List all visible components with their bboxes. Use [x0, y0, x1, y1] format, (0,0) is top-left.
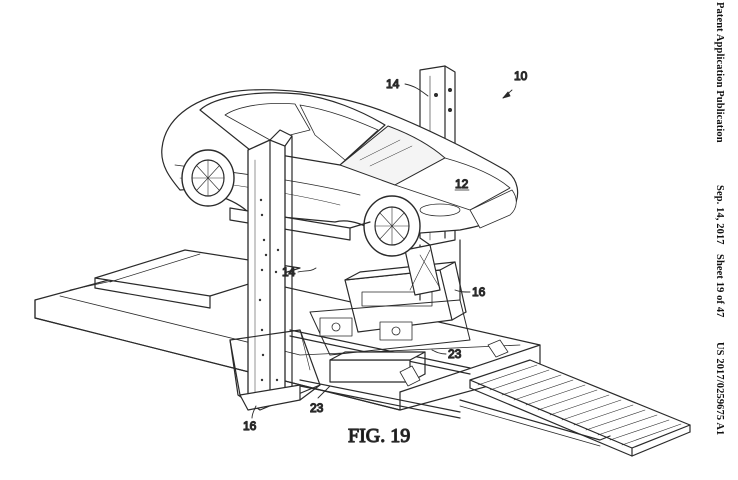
lift-cradle-right — [309, 239, 471, 356]
lift-tower-front — [229, 129, 321, 411]
publication-date: Sep. 14, 2017 — [714, 185, 725, 246]
ref-cradle-right: 16 — [472, 285, 486, 299]
ref-tower-front: 14 — [282, 265, 296, 279]
publication-label: Patent Application Publication — [714, 2, 725, 143]
ref-system: 10 — [514, 69, 528, 83]
ref-rail-b: 23 — [310, 401, 324, 415]
ref-tower-rear: 14 — [386, 77, 400, 91]
vehicle — [161, 89, 519, 257]
guide-rails — [289, 329, 509, 419]
roller-conveyor — [459, 359, 691, 457]
publication-number: US 2017/0259675 A1 — [714, 342, 725, 436]
sheet-number: Sheet 19 of 47 — [714, 253, 725, 318]
ref-vehicle: 12 — [455, 177, 469, 191]
leader-lines — [251, 83, 513, 419]
patent-header: Patent Application Publication Sep. 14, … — [710, 0, 730, 480]
figure-caption: FIG. 19 — [348, 425, 410, 447]
tower-bolt-holes — [258, 198, 280, 382]
ref-rail-a: 23 — [448, 347, 462, 361]
patent-header-text: Patent Application Publication Sep. 14, … — [714, 2, 725, 435]
ref-base-left: 16 — [243, 419, 257, 433]
